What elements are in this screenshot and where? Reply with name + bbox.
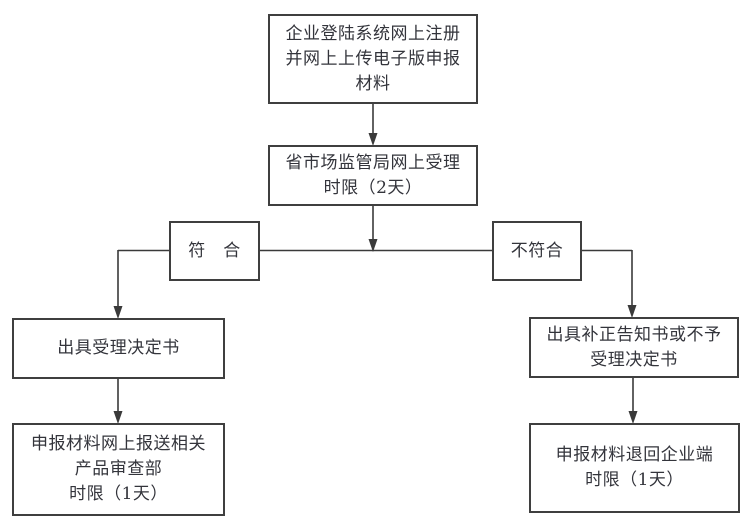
node-correction-notice-line: 出具补正告知书或不予: [546, 324, 722, 345]
node-return-to-enterprise: 申报材料退回企业端 时限（1天）: [529, 423, 740, 513]
arrow-branch-to-notice: [627, 250, 637, 318]
node-submit-to-review: 申报材料网上报送相关 产品审查部 时限（1天）: [12, 423, 225, 516]
arrow-notice-to-return: [628, 378, 638, 424]
node-register-line: 企业登陆系统网上注册: [285, 23, 461, 44]
node-return-to-enterprise-line: 申报材料退回企业端: [555, 445, 714, 465]
node-register-line: 并网上上传电子版申报: [285, 48, 461, 69]
branch-label-conform: 符 合: [169, 221, 260, 281]
node-correction-notice-line: 受理决定书: [590, 349, 678, 370]
arrow-acceptance-to-branch: [368, 206, 378, 252]
branch-label-not-conform-text: 不符合: [510, 240, 564, 261]
node-correction-notice: 出具补正告知书或不予 受理决定书: [529, 317, 739, 378]
node-return-to-enterprise-line: 时限（1天）: [585, 470, 684, 490]
node-online-acceptance: 省市场监管局网上受理 时限（2天）: [268, 145, 478, 206]
node-register: 企业登陆系统网上注册 并网上上传电子版申报 材料: [268, 14, 478, 104]
node-online-acceptance-line: 省市场监管局网上受理: [285, 152, 461, 173]
branch-label-conform-text: 符 合: [188, 240, 241, 261]
node-submit-to-review-line: 时限（1天）: [69, 484, 168, 504]
node-acceptance-decision: 出具受理决定书: [12, 318, 225, 379]
arrow-branch-to-decision: [113, 250, 123, 319]
node-online-acceptance-line: 时限（2天）: [323, 177, 423, 198]
arrow-register-to-acceptance: [368, 104, 378, 146]
branch-label-not-conform: 不符合: [492, 221, 582, 281]
arrow-decision-to-submit: [113, 379, 123, 424]
node-acceptance-decision-line: 出具受理决定书: [57, 338, 180, 358]
node-submit-to-review-line: 申报材料网上报送相关: [31, 434, 206, 454]
node-submit-to-review-line: 产品审查部: [74, 459, 163, 479]
node-register-line: 材料: [355, 73, 391, 94]
